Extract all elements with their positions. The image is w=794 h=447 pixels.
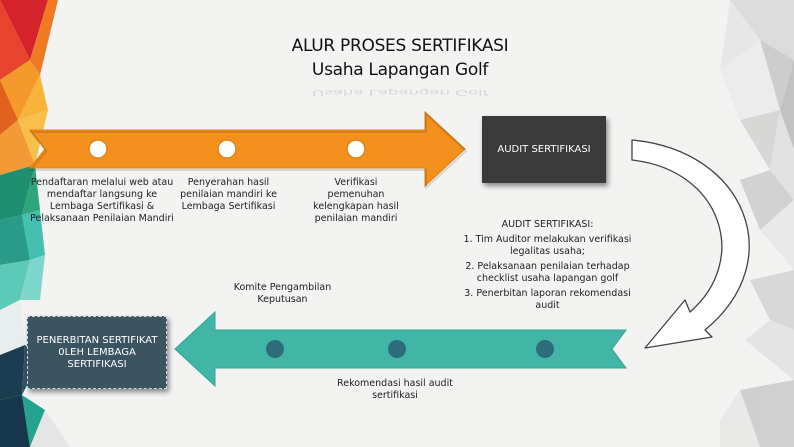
subtitle-reflection: Usaha Lapangan Golf [311,87,489,97]
certificate-issuance-box: PENERBITAN SERTIFIKAT 0LEH LEMBAGA SERTI… [27,316,167,389]
step-dot-6 [536,340,554,358]
audit-certification-box: AUDIT SERTIFIKASI [482,116,606,183]
list-item: 3. Penerbitan laporan rekomendasi audit [464,288,631,311]
step-dot-2 [217,139,237,159]
step-label-self-assessment: Penyerahan hasil penilaian mandiri ke Le… [180,177,277,212]
step-dot-4 [266,340,284,358]
right-decorative-pattern [720,0,794,447]
step-dot-5 [388,340,406,358]
diagram-title: ALUR PROSES SERTIFIKASI [291,36,509,56]
curved-connector-arrow [631,139,750,349]
list-item: 2. Pelaksanaan penilaian terhadap checkl… [465,261,630,284]
step-dot-3 [346,139,366,159]
audit-details-list: 1. Tim Auditor melakukan verifikasi lega… [455,234,640,315]
left-decorative-pattern [0,0,70,447]
audit-details-title: AUDIT SERTIFIKASI: [501,219,594,230]
list-item: 1. Tim Auditor melakukan verifikasi lega… [463,234,632,257]
step-label-audit-recommendation: Rekomendasi hasil audit sertifikasi [337,378,453,401]
top-process-arrow [28,110,468,191]
diagram-subtitle: Usaha Lapangan Golf [311,60,489,80]
step-label-registration: Pendaftaran melalui web atau mendaftar l… [30,177,174,224]
step-label-verification: Verifikasi pemenuhan kelengkapan hasil p… [313,177,399,224]
step-dot-1 [88,139,108,159]
step-label-decision-committee: Komite Pengambilan Keputusan [233,282,332,305]
